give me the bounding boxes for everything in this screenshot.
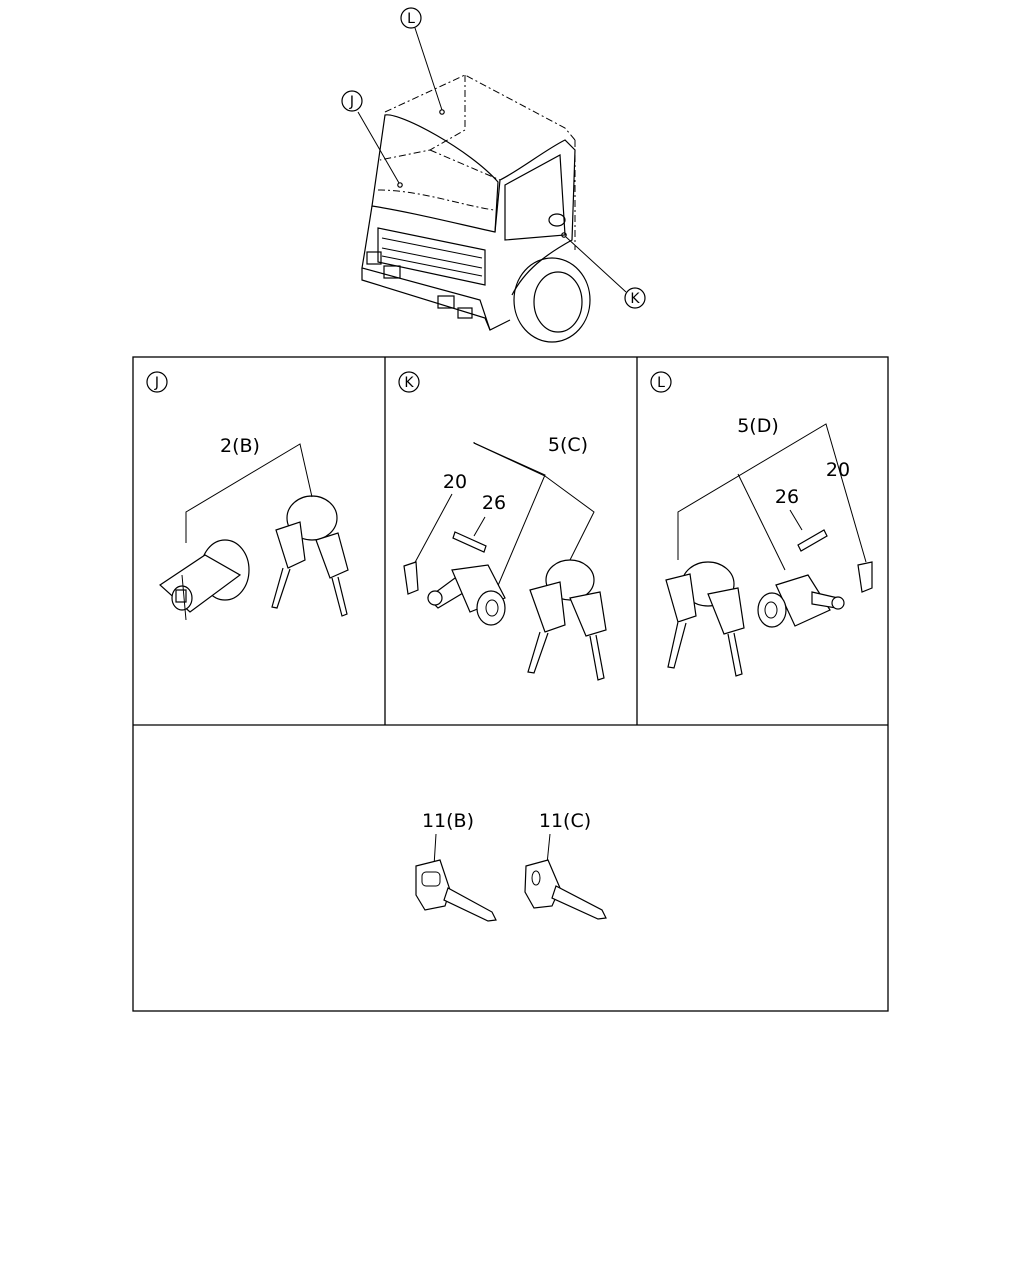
screw-l [797,529,828,552]
screw [452,531,487,553]
panel-k: K 5(C) 20 26 [398,371,607,681]
callout-k: K [624,287,646,309]
panel-j-letter: J [154,375,159,391]
panel-k-screw-label: 26 [482,492,506,514]
door-lock-cylinder-k [427,564,506,626]
callout-j: J [341,90,363,112]
door-lock-clip [403,561,419,595]
key-set-j [271,495,349,617]
key-set-l [665,561,745,677]
panel-k-part-label: 5(C) [548,434,588,456]
svg-text:K: K [630,291,640,307]
door-lock-clip-l [857,561,873,593]
panel-l-part-label: 5(D) [737,415,779,437]
panel-l: L 5(D) 20 26 [650,371,873,677]
panel-keys: 11(B) 11(C) [415,810,607,922]
key-c-label: 11(C) [539,810,591,832]
panel-frame [132,356,889,1012]
key-b-label: 11(B) [422,810,474,832]
callout-l: L [400,7,422,29]
key-11b [415,859,497,922]
svg-text:L: L [407,11,415,27]
panel-j: J 2(B) [146,371,349,621]
panel-l-letter: L [657,375,665,391]
ignition-cylinder [159,539,250,621]
key-11c [524,859,607,920]
panel-j-part-label: 2(B) [220,435,260,457]
panel-l-clip-label: 20 [826,459,850,481]
panel-k-clip-label: 20 [443,471,467,493]
svg-text:J: J [349,94,354,110]
key-set-k [527,559,607,681]
truck-cab-illustration [361,74,591,343]
door-lock-cylinder-l [757,574,845,628]
panel-l-screw-label: 26 [775,486,799,508]
panel-k-letter: K [404,375,414,391]
